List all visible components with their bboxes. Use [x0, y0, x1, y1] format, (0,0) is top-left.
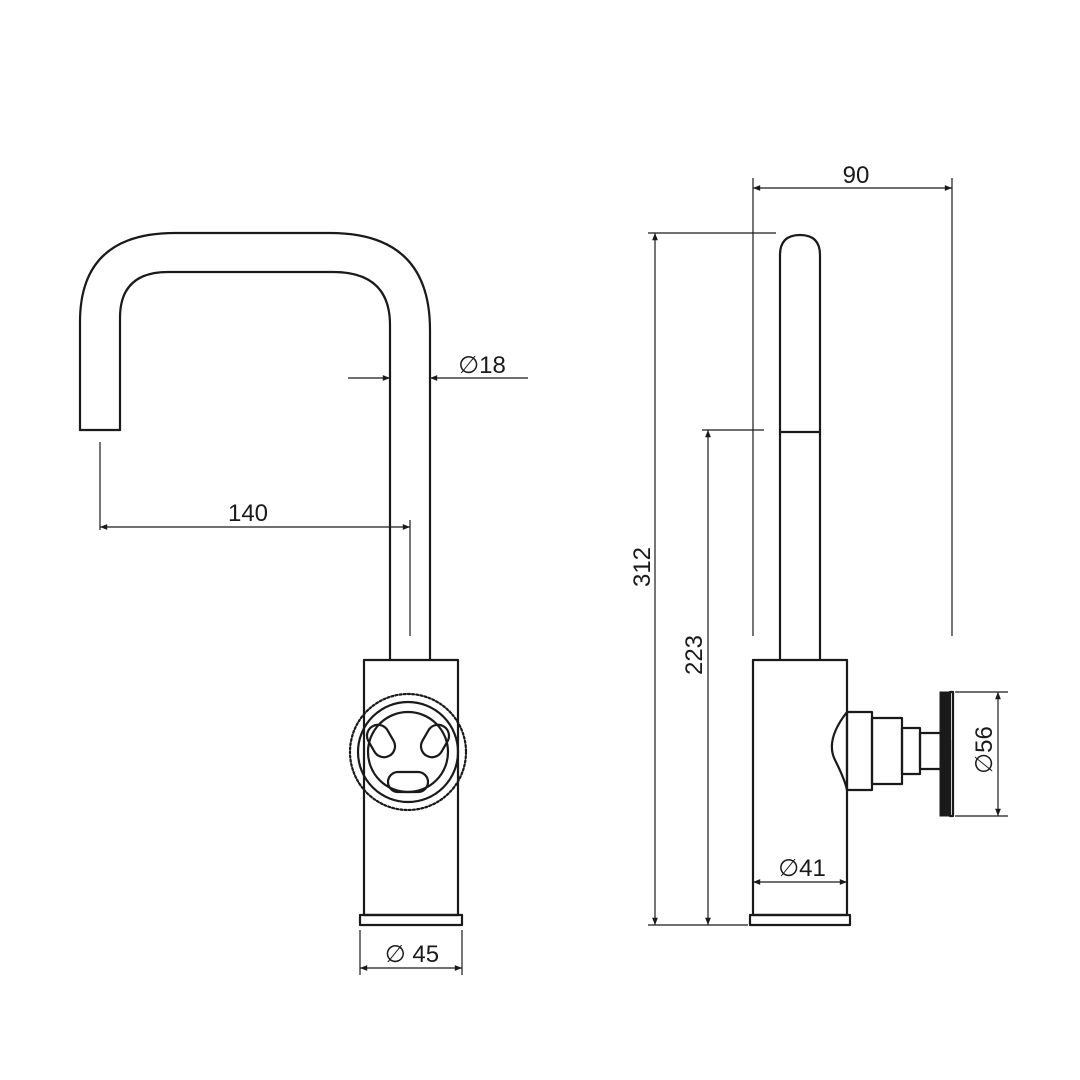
handle-diameter-label: ∅56: [971, 726, 998, 774]
reach-label: 140: [228, 500, 268, 527]
base-diameter-label: ∅ 45: [385, 941, 439, 968]
overall-height-label: 312: [629, 547, 656, 587]
front-view: 140 ∅18 ∅ 45: [78, 231, 528, 975]
spout-height-label: 223: [681, 635, 708, 675]
body-diameter-dimension: ∅41: [753, 855, 847, 885]
handle-diameter-dimension: ∅56: [955, 691, 1008, 817]
spout-outline: [78, 231, 432, 662]
overall-height-dimension: 312: [629, 232, 776, 926]
reach-dimension: 140: [99, 442, 411, 636]
handle-knob: [348, 692, 468, 812]
spout-diameter-dimension: ∅18: [348, 352, 528, 381]
side-view: 90 312 223 ∅41 ∅56: [629, 162, 1008, 927]
base-plate: [358, 913, 464, 927]
spout-inner-outline: [118, 270, 392, 662]
spout-height-dimension: 223: [681, 429, 764, 925]
side-base-plate: [748, 913, 852, 927]
side-spout-outline: [778, 233, 822, 662]
depth-label: 90: [843, 162, 870, 189]
base-diameter-dimension: ∅ 45: [359, 930, 463, 975]
spout-diameter-label: ∅18: [458, 352, 506, 379]
depth-dimension: 90: [752, 162, 953, 636]
body-diameter-label: ∅41: [778, 855, 826, 882]
side-handle: [830, 690, 955, 818]
